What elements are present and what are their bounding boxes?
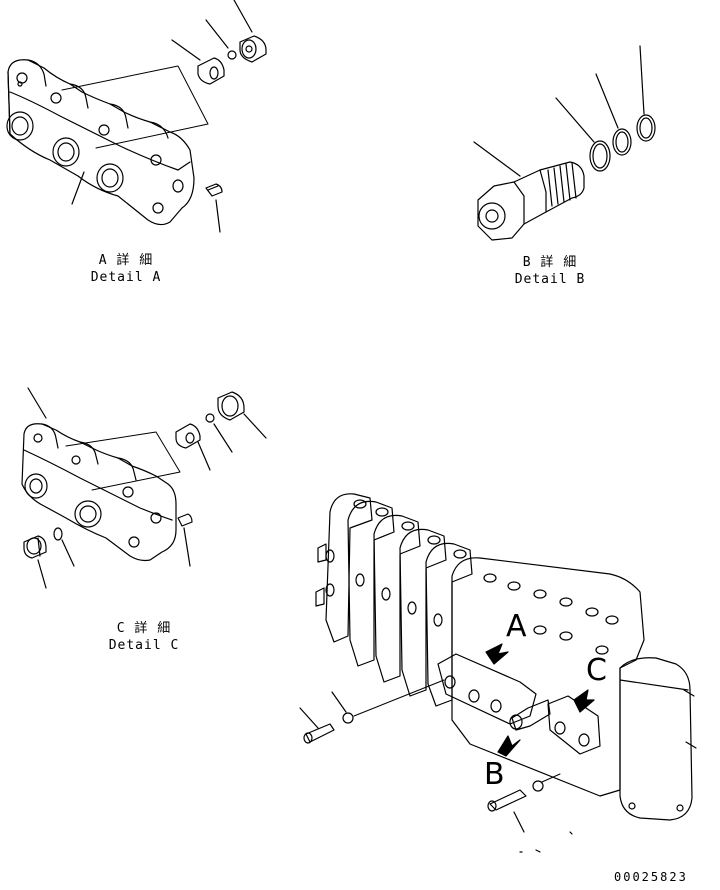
- valve-section-4: [400, 529, 446, 696]
- detail-c-subtitle: Detail C: [108, 638, 180, 653]
- detail-c-set-screw: [178, 514, 192, 526]
- detail-a-title: A 詳 細: [98, 253, 154, 268]
- detail-b-backup-ring-1: [613, 129, 631, 155]
- view-marker-a: A: [506, 609, 527, 644]
- valve-section-2: [348, 501, 394, 666]
- detail-c-o-ring: [54, 528, 62, 540]
- valve-end-cover: [620, 658, 692, 820]
- valve-front-manifold: [438, 654, 536, 724]
- bottom-washer: [533, 781, 543, 791]
- detail-a-port-2: [53, 138, 79, 166]
- detail-b-assembly: [474, 46, 655, 240]
- bottom-bolt: [488, 790, 526, 811]
- valve-check-valve-b: [510, 700, 550, 730]
- detail-b-o-ring: [590, 141, 610, 171]
- main-control-valve: [300, 494, 696, 852]
- detail-c-port-center: [75, 501, 101, 527]
- detail-c-assembly: [22, 388, 266, 588]
- detail-a-assembly: [7, 0, 266, 232]
- detail-b-title: B 詳 細: [522, 255, 578, 270]
- arrow-to-a: [486, 644, 508, 664]
- detail-b-check-valve-body: [478, 162, 584, 240]
- detail-a-sleeve: [198, 58, 224, 84]
- valve-main-block: [452, 558, 644, 796]
- detail-c-caption: C 詳 細 Detail C: [104, 620, 184, 654]
- arrow-to-c: [574, 690, 594, 712]
- view-marker-c: C: [586, 653, 607, 688]
- view-marker-b: B: [484, 757, 505, 792]
- valve-section-3: [374, 515, 420, 682]
- arrow-to-b: [498, 736, 520, 756]
- left-bolt: [304, 724, 334, 743]
- detail-a-cap: [240, 36, 266, 62]
- detail-a-manifold-block: [8, 60, 194, 225]
- valve-section-5: [426, 543, 472, 706]
- detail-a-ball: [228, 51, 236, 59]
- detail-a-port-3: [97, 164, 123, 192]
- detail-a-port-1: [7, 112, 33, 140]
- detail-c-manifold-block: [22, 424, 176, 561]
- valve-section-1: [326, 494, 372, 642]
- detail-b-backup-ring-2: [637, 115, 655, 141]
- left-washer: [343, 713, 353, 723]
- detail-a-subtitle: Detail A: [90, 270, 162, 285]
- drawing-number: 00025823: [614, 870, 688, 884]
- detail-c-sleeve: [176, 424, 200, 448]
- detail-c-plug: [24, 536, 46, 558]
- detail-c-cap: [218, 392, 244, 420]
- detail-c-title: C 詳 細: [116, 621, 172, 636]
- detail-a-caption: A 詳 細 Detail A: [86, 252, 166, 286]
- detail-c-ball: [206, 414, 214, 422]
- detail-b-subtitle: Detail B: [514, 272, 586, 287]
- detail-a-set-screw: [206, 184, 222, 196]
- detail-b-caption: B 詳 細 Detail B: [510, 254, 590, 288]
